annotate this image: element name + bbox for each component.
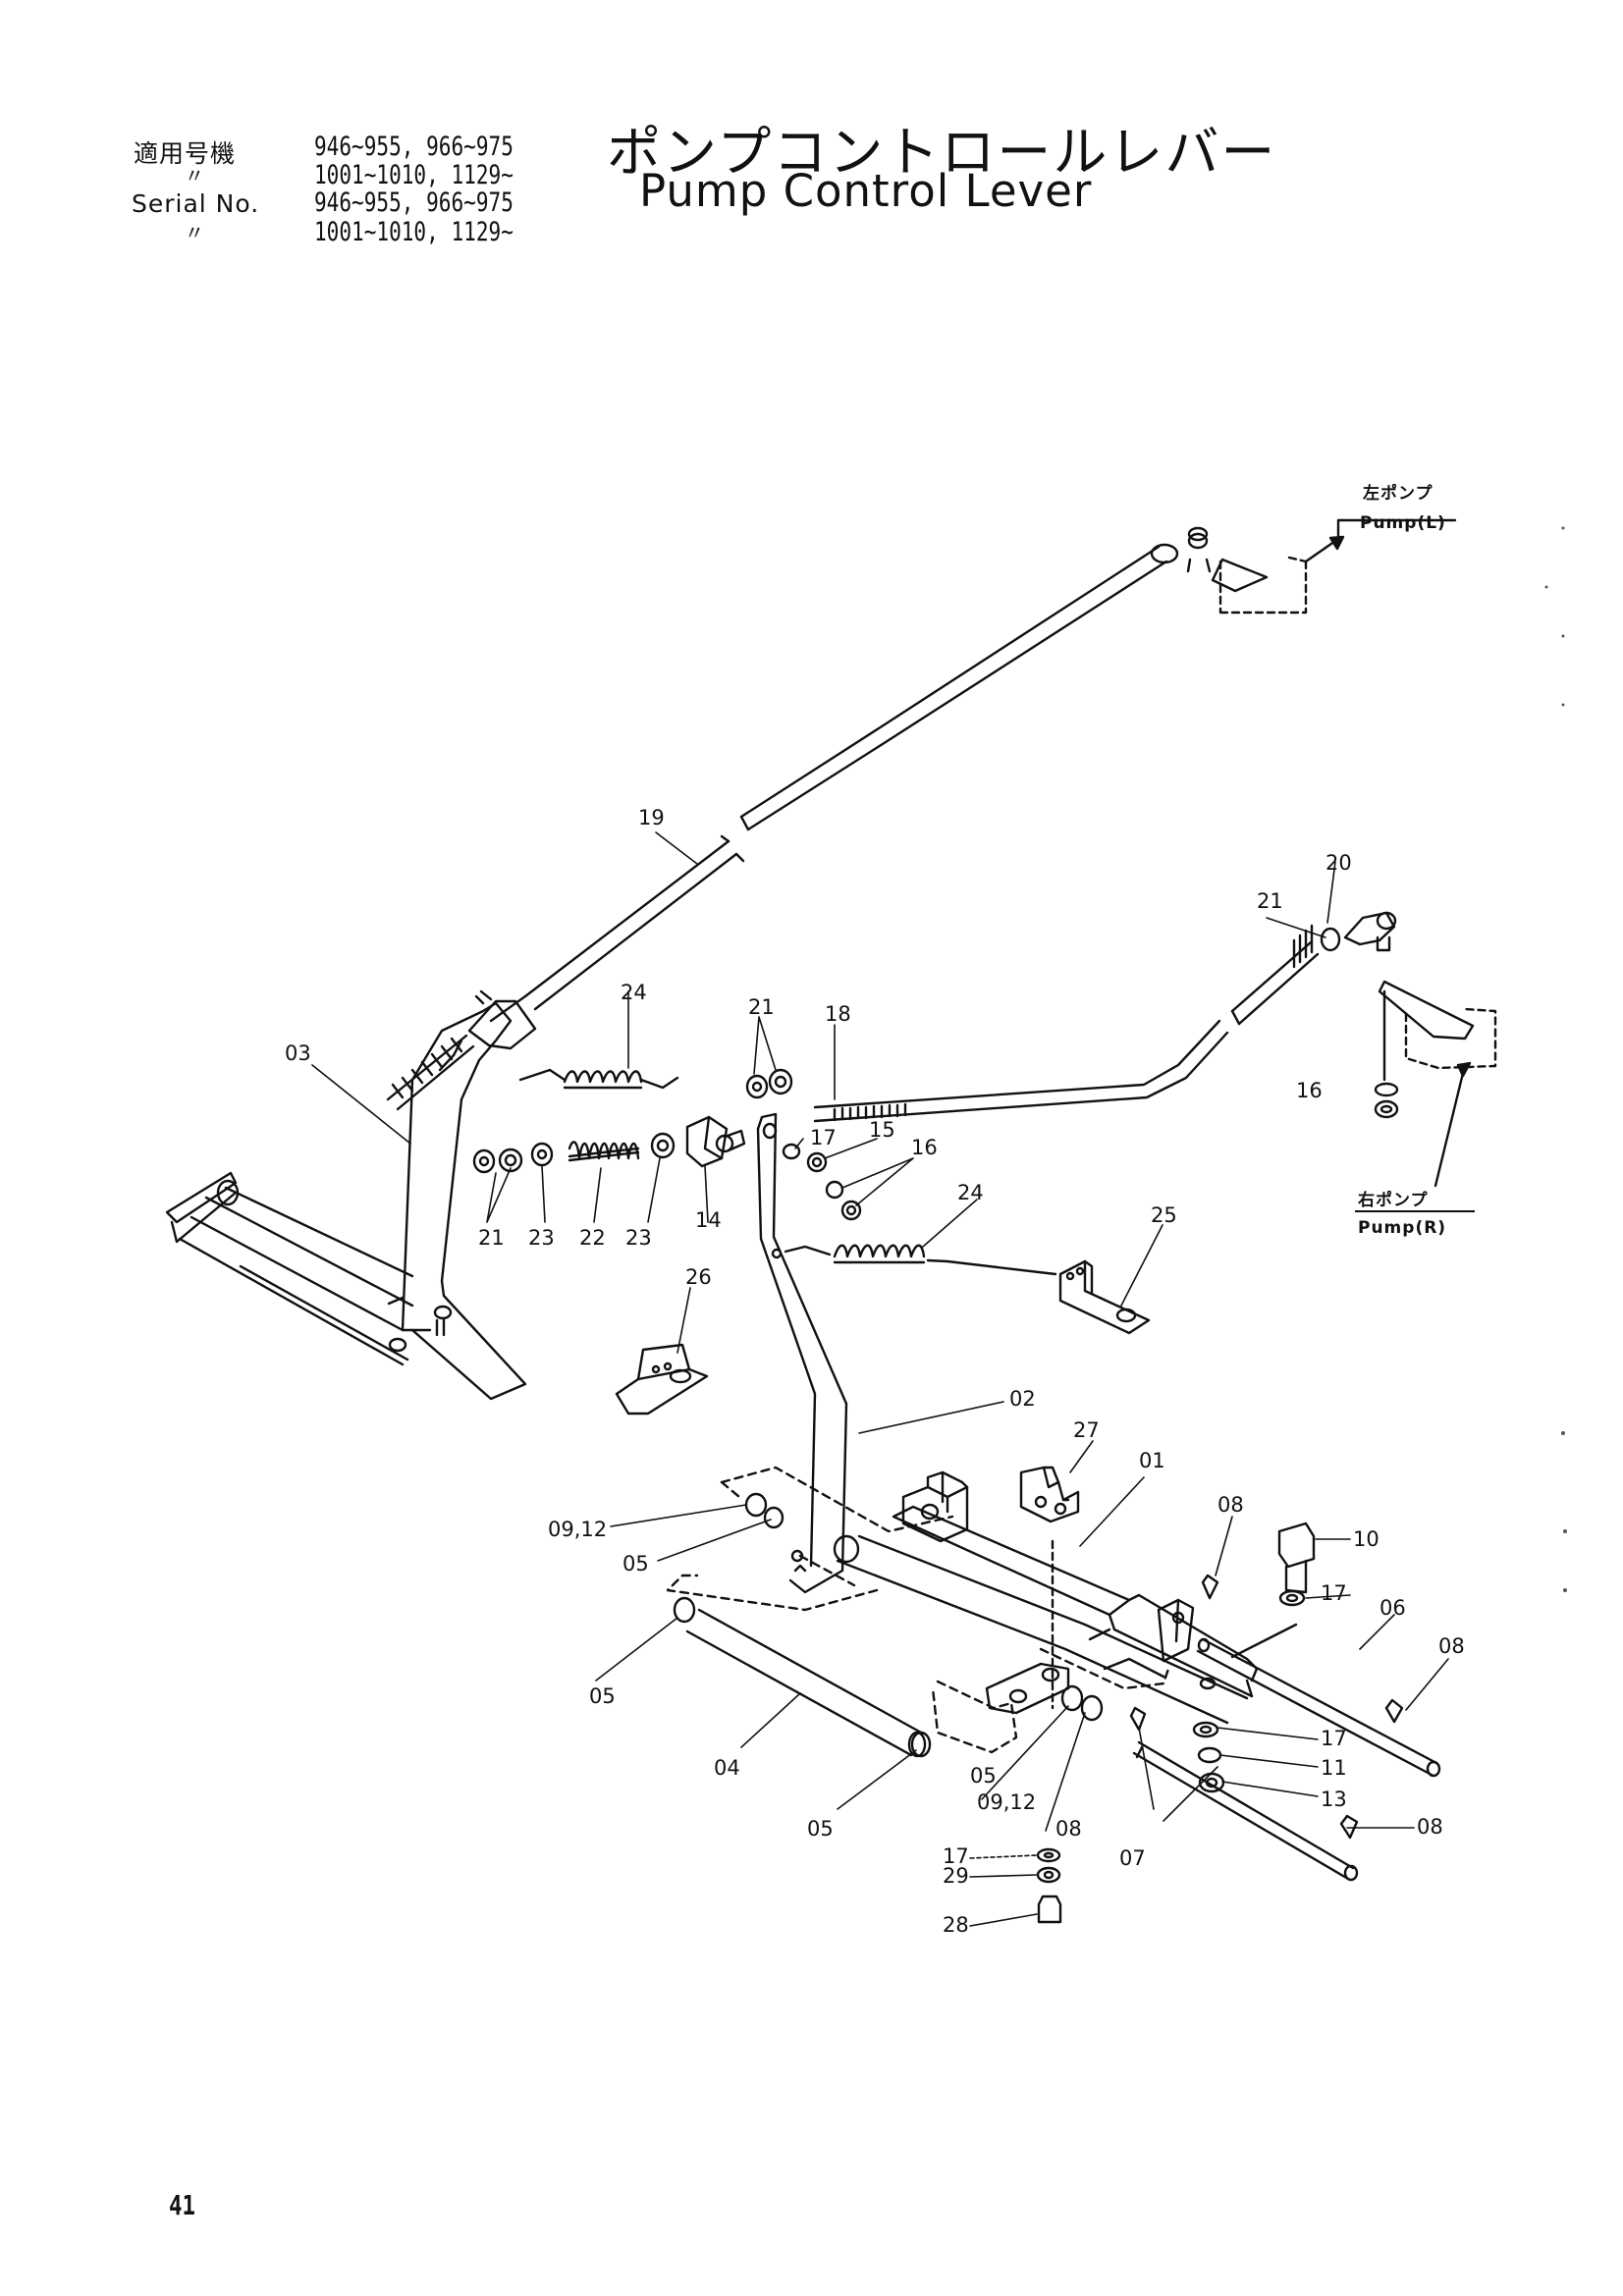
serial-line-3: 946~955, 966~975 (314, 187, 514, 218)
callout-13: 13 (1321, 1788, 1347, 1811)
bracket-right (1088, 1598, 1217, 1690)
callout-21: 21 (748, 995, 775, 1019)
lever-03-base (165, 1171, 414, 1366)
callout-08: 08 (1217, 1493, 1244, 1517)
page-number: 41 (169, 2189, 195, 2221)
bracket-27 (1019, 1466, 1080, 1710)
lever-plate-center (985, 1662, 1104, 1722)
callout-26: 26 (685, 1265, 712, 1289)
ditto-mark: 〃 (185, 164, 205, 187)
bracket-26 (615, 1343, 709, 1415)
callout-08: 08 (1055, 1817, 1082, 1841)
callout-10: 10 (1353, 1527, 1380, 1551)
callout-19: 19 (638, 806, 665, 829)
serial-line-2: 1001~1010, 1129~ (314, 160, 514, 190)
callout-06: 06 (1380, 1596, 1406, 1620)
bracket-25 (1058, 1259, 1151, 1335)
spring-22-group (472, 1132, 676, 1174)
callout-24: 24 (621, 981, 647, 1004)
right-pump-label-en: Pump(R) (1358, 1218, 1446, 1238)
bolt-10 (1277, 1522, 1316, 1607)
callout-24: 24 (957, 1181, 984, 1204)
callout-23: 23 (625, 1226, 652, 1250)
callout-16: 16 (911, 1136, 938, 1159)
callout-29: 29 (943, 1864, 969, 1888)
callout-23: 23 (528, 1226, 555, 1250)
block-14-group (685, 1068, 793, 1168)
callout-28: 28 (943, 1913, 969, 1937)
right-pump-label-jp: 右ポンプ (1358, 1190, 1429, 1210)
callout-03: 03 (285, 1041, 311, 1065)
callout-labels: 01 02 03 04 05 05 05 05 06 07 08 08 08 0… (285, 806, 1465, 1937)
callout-16: 16 (1296, 1079, 1323, 1102)
callout-05: 05 (807, 1817, 834, 1841)
shaft-01 (833, 1505, 1259, 1725)
callout-18: 18 (825, 1002, 851, 1026)
pump-labels: 左ポンプ Pump(L) 右ポンプ Pump(R) (1355, 483, 1475, 1238)
applicable-models-label: 適用号機 (134, 139, 237, 168)
callout-09-12: 09,12 (977, 1790, 1036, 1814)
callout-05: 05 (622, 1552, 649, 1575)
callout-21: 21 (1257, 889, 1283, 913)
rod-19 (523, 526, 1269, 1011)
cotter-pins-08 (1129, 1574, 1404, 1840)
callout-17: 17 (1321, 1581, 1347, 1605)
lever-03 (387, 1001, 527, 1401)
nuts-lever-02 (782, 1143, 862, 1221)
right-pump-lever (1374, 980, 1497, 1188)
callout-22: 22 (579, 1226, 606, 1250)
callout-20: 20 (1325, 851, 1352, 875)
callout-27: 27 (1073, 1418, 1100, 1442)
lever-02 (756, 1112, 848, 1594)
left-pump-label-en: Pump(L) (1360, 513, 1446, 533)
adjuster-top-left (386, 989, 537, 1111)
callout-02: 02 (1009, 1387, 1036, 1411)
title-japanese: ポンプコントロールレバー (607, 121, 1277, 184)
callout-07: 07 (1119, 1846, 1146, 1870)
left-pump-box (1218, 518, 1457, 614)
callout-14: 14 (695, 1208, 722, 1232)
callout-15: 15 (869, 1118, 895, 1142)
rod-18 (813, 911, 1397, 1123)
spring-24-lower (784, 1244, 1057, 1276)
rod-07 (1132, 1740, 1359, 1882)
ditto-mark: 〃 (185, 221, 205, 244)
callout-04: 04 (714, 1756, 740, 1780)
scan-specks (1544, 526, 1567, 1592)
callout-05: 05 (589, 1684, 616, 1708)
callout-05: 05 (970, 1764, 997, 1788)
title-english: Pump Control Lever (639, 165, 1093, 217)
serial-no-label: Serial No. (132, 189, 260, 218)
callout-09-12: 09,12 (548, 1518, 607, 1541)
callout-25: 25 (1151, 1203, 1177, 1227)
dashed-mount-outline (666, 1466, 1170, 1754)
leader-lines (311, 831, 1449, 1927)
callout-08: 08 (1438, 1634, 1465, 1658)
callout-21: 21 (478, 1226, 505, 1250)
rod-06 (1196, 1623, 1441, 1778)
page-header: 適用号機 〃 Serial No. 〃 946~955, 966~975 100… (0, 0, 1623, 294)
callout-17: 17 (943, 1844, 969, 1868)
callout-08: 08 (1417, 1815, 1443, 1839)
serial-line-1: 946~955, 966~975 (314, 132, 514, 162)
washer-stack-right (1192, 1721, 1225, 1793)
callout-01: 01 (1139, 1449, 1165, 1472)
bracket-on-shaft (901, 1470, 969, 1543)
shaft-04 (673, 1596, 932, 1758)
callout-17: 17 (1321, 1727, 1347, 1750)
callout-11: 11 (1321, 1756, 1347, 1780)
serial-line-4: 1001~1010, 1129~ (314, 217, 514, 247)
callout-17: 17 (810, 1126, 837, 1149)
washer-stack-bottom (1036, 1847, 1062, 1924)
left-pump-label-jp: 左ポンプ (1363, 483, 1434, 504)
spring-24-upper (518, 1068, 679, 1090)
